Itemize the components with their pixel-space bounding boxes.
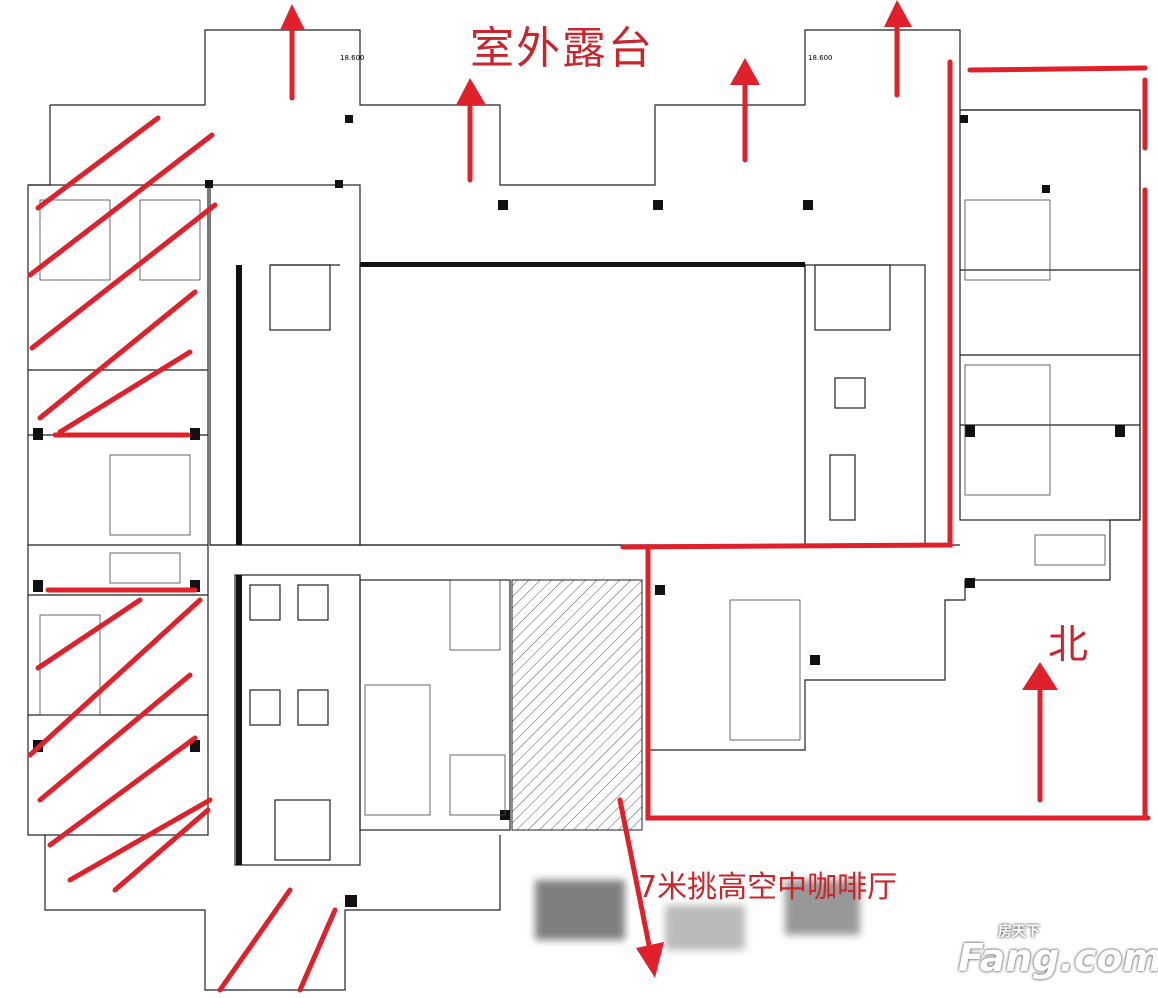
outdoor-terrace-label: 室外露台: [470, 23, 654, 74]
redaction-blur: [665, 905, 745, 950]
arrow-up-icon: [1022, 662, 1058, 690]
cafe-void: [511, 579, 643, 831]
arrow-up-icon: [280, 4, 305, 30]
arrow-up-icon: [730, 58, 760, 85]
building-outline: [27, 29, 1141, 991]
watermark-cn: 房天下: [998, 924, 1040, 940]
arrow-up-icon: [884, 0, 912, 27]
watermark-logo: 房天下 Fang.com: [958, 925, 1158, 977]
arrow-down-icon: [636, 942, 664, 978]
arrow-up-icon: [456, 78, 486, 105]
elevation-label: 18.600: [340, 54, 365, 62]
north-label: 北: [1048, 622, 1088, 668]
red-markup: [27, 19, 1151, 993]
elevation-label: 18.600: [808, 54, 833, 62]
watermark-en: Fang.com: [958, 936, 1158, 980]
redaction-blur: [785, 880, 860, 935]
sky-cafe-label: 7米挑高空中咖啡厅: [638, 870, 898, 905]
arrow-heads: [280, 0, 1058, 978]
redaction-blur: [535, 880, 625, 940]
